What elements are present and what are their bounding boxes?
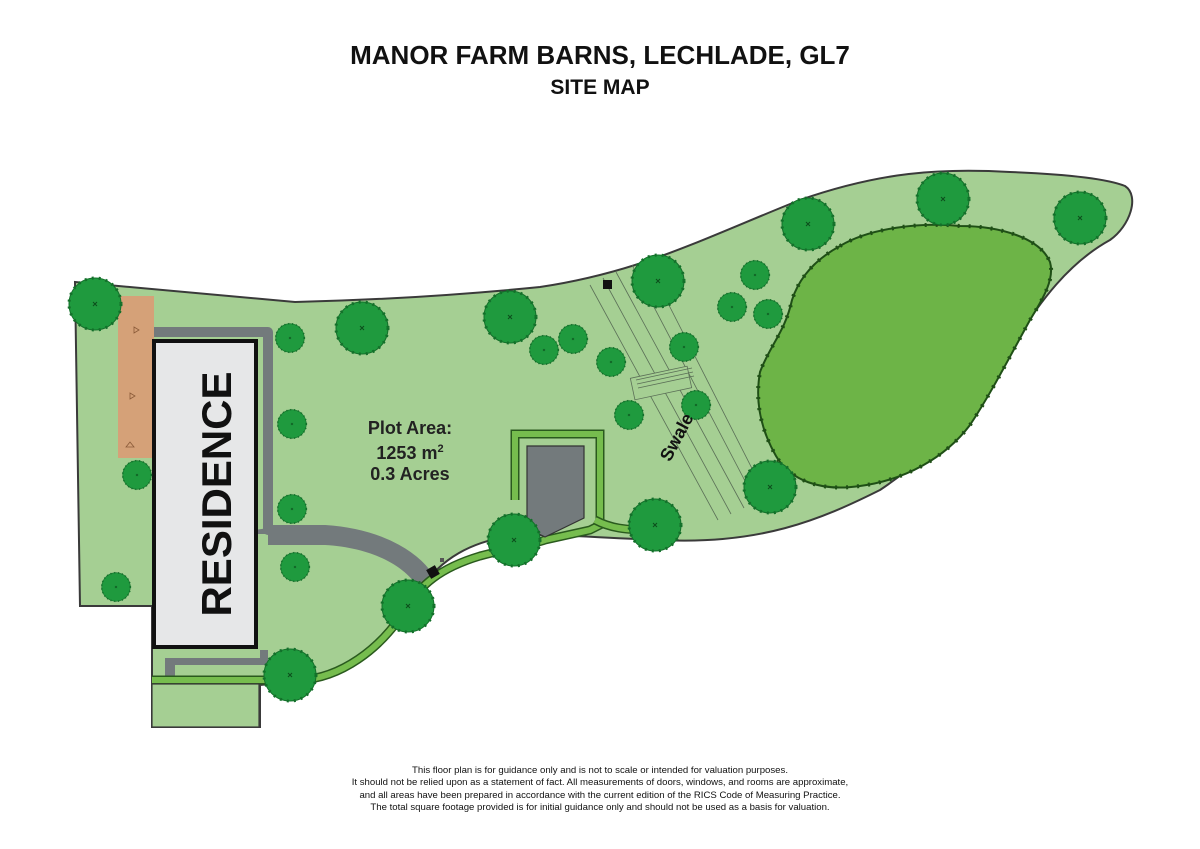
patio	[118, 296, 154, 458]
plot-area-label-block: Plot Area: 1253 m2 0.3 Acres	[340, 418, 480, 485]
lower-garden-box	[151, 683, 260, 728]
disclaimer-line: and all areas have been prepared in acco…	[359, 789, 841, 801]
residence-label: RESIDENCE	[193, 371, 240, 616]
site-map-title: MANOR FARM BARNS, LECHLADE, GL7	[350, 40, 850, 70]
residence-building	[152, 339, 258, 649]
disclaimer: This floor plan is for guidance only and…	[0, 765, 1200, 814]
disclaimer-line: This floor plan is for guidance only and…	[412, 765, 788, 776]
disclaimer-line: The total square footage provided is for…	[370, 801, 830, 813]
plot-area-acres: 0.3 Acres	[370, 464, 450, 484]
plot-area-sqm: 1253 m2	[376, 443, 444, 463]
disclaimer-line: It should not be relied upon as a statem…	[351, 777, 849, 789]
garage-parking	[526, 445, 585, 538]
site-map-subtitle: SITE MAP	[550, 76, 650, 99]
plot-area-heading: Plot Area:	[367, 418, 453, 438]
